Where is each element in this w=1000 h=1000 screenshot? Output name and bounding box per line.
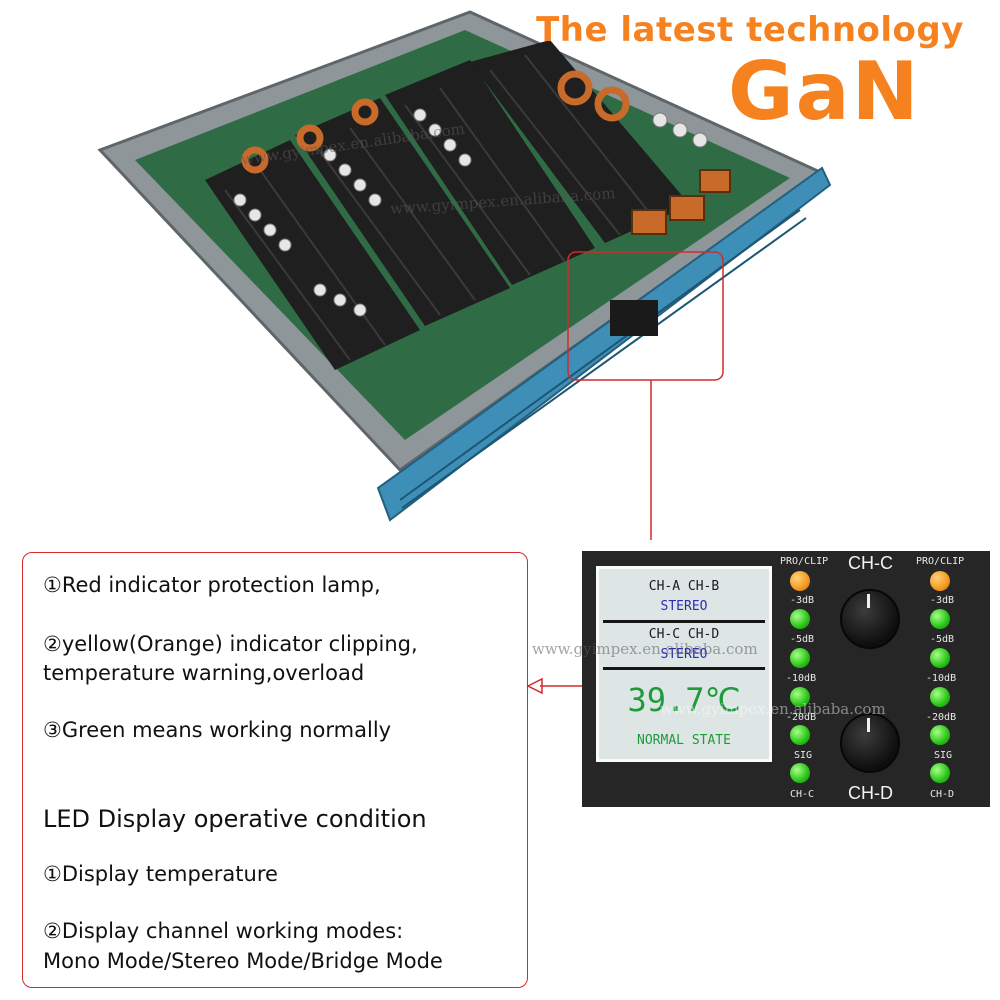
capacitors: [233, 108, 708, 317]
callout-arrow: [526, 677, 582, 695]
led-signal: [930, 763, 950, 783]
front-panel: [376, 166, 832, 522]
level-label: -5dB: [930, 634, 955, 645]
watermark: www.gyimpex.en.alibaba.com: [660, 700, 886, 718]
level-label: SIG: [794, 750, 813, 761]
led-level: [790, 725, 810, 745]
pro-clip-label: PRO/CLIP: [780, 556, 829, 567]
level-label: -5dB: [790, 634, 815, 645]
led-item-modes-list: Mono Mode/Stereo Mode/Bridge Mode: [43, 949, 443, 973]
level-label: -20dB: [786, 712, 817, 723]
headline-tagline: The latest technology: [536, 10, 964, 50]
channel-label: CH-D: [930, 789, 955, 800]
headline-technology: GaN: [728, 45, 921, 138]
level-label: SIG: [934, 750, 953, 761]
led-pro-clip: [790, 571, 810, 591]
heatsinks: [205, 40, 690, 370]
lcd-channel-pair-ab: CH-A CH-B: [648, 579, 720, 594]
led-section-title: LED Display operative condition: [43, 805, 427, 833]
level-label: -20dB: [926, 712, 957, 723]
led-level: [930, 648, 950, 668]
gain-knob-ch-c[interactable]: [840, 589, 900, 649]
led-level: [930, 609, 950, 629]
lcd-channel-pair-cd: CH-C CH-D: [648, 627, 720, 642]
led-signal: [790, 763, 810, 783]
indicator-orange-text-cont: temperature warning,overload: [43, 661, 365, 685]
lcd-divider: [603, 667, 765, 670]
channel-label: CH-C: [790, 789, 815, 800]
level-label: -10dB: [786, 673, 817, 684]
callout-box: ①Red indicator protection lamp, ②yellow(…: [22, 552, 528, 988]
watermark: www.gyimpex.en.alibaba.com: [532, 640, 758, 658]
transformers: [631, 169, 731, 235]
knob-label-top: CH-C: [848, 553, 893, 573]
led-item-modes: ②Display channel working modes:: [43, 919, 404, 943]
led-level: [790, 648, 810, 668]
level-label: -3dB: [790, 595, 815, 606]
led-level: [930, 725, 950, 745]
lcd-mode-ab: STEREO: [660, 599, 708, 614]
led-level: [790, 609, 810, 629]
lcd-divider: [603, 620, 765, 623]
display-highlight-box: [567, 251, 724, 381]
lcd-display: CH-A CH-B STEREO CH-C CH-D STEREO 39.7℃ …: [596, 566, 772, 762]
lcd-mode-cd: STEREO: [660, 647, 708, 662]
lcd-state: NORMAL STATE: [637, 733, 731, 748]
led-pro-clip: [930, 571, 950, 591]
pro-clip-label: PRO/CLIP: [916, 556, 965, 567]
indicator-red-text: ①Red indicator protection lamp,: [43, 573, 381, 597]
knob-label-bottom: CH-D: [848, 783, 893, 803]
led-level: [790, 687, 810, 707]
copper-coils: [241, 70, 630, 174]
lcd-temperature: 39.7℃: [627, 681, 741, 719]
led-level: [930, 687, 950, 707]
level-label: -10dB: [926, 673, 957, 684]
led-item-temperature: ①Display temperature: [43, 862, 278, 886]
level-label: -3dB: [930, 595, 955, 606]
indicator-orange-text: ②yellow(Orange) indicator clipping,: [43, 632, 418, 656]
indicator-green-text: ③Green means working normally: [43, 718, 392, 742]
gain-knob-ch-d[interactable]: [840, 713, 900, 773]
amplifier-photo: [97, 10, 832, 540]
